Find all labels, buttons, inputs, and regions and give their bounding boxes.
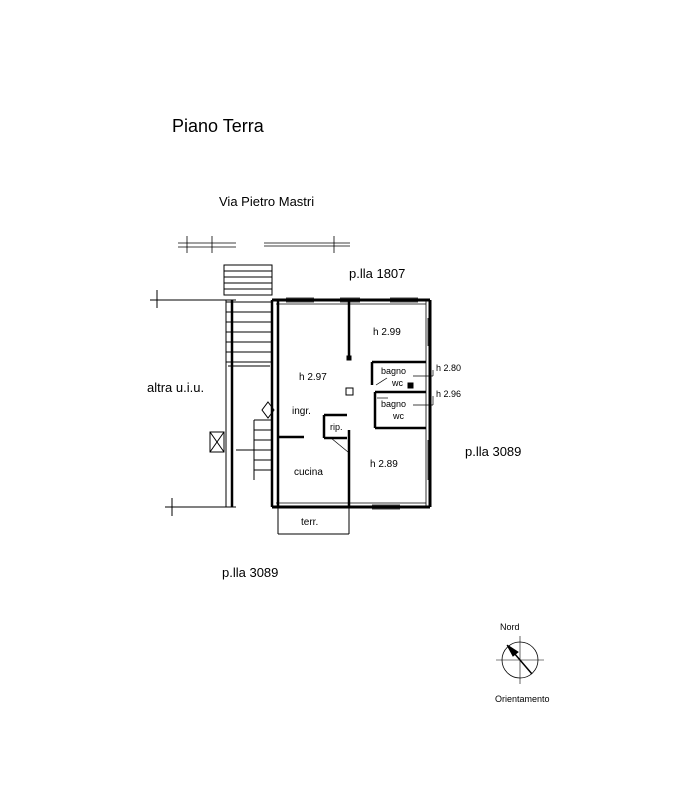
page-title: Piano Terra [172,116,264,136]
room-ripostiglio-label: rip. [330,422,343,432]
bagno-1-height: h 2.80 [436,363,462,373]
interior-walls [276,300,426,507]
terrace [277,507,350,535]
outer-walls [272,298,432,509]
bagno-2-label: bagno [381,399,407,409]
door-swings [330,377,388,453]
stair-corridor [209,300,275,507]
compass-rose [496,636,544,684]
bagno-1-label: bagno [381,366,407,376]
compass-north-label: Nord [500,622,520,632]
bagno-2-height: h 2.96 [436,389,462,399]
bagno-2-sub: wc [393,411,404,421]
neighbor-east: p.lla 3089 [465,444,522,459]
street-name: Via Pietro Mastri [219,194,315,209]
room-ingresso-label: ingr. [292,406,311,417]
room-bottom-right-height: h 2.89 [370,459,398,470]
neighbor-south: p.lla 3089 [222,565,279,580]
compass-caption: Orientamento [495,694,550,704]
height-leaders [413,370,434,406]
external-stair [223,264,273,296]
room-left-height: h 2.97 [299,372,327,383]
street-survey-marks [178,236,350,253]
piers [345,355,414,396]
north-arrow-icon [506,644,519,657]
room-cucina-label: cucina [294,467,323,478]
neighbor-west: altra u.i.u. [147,380,205,395]
bagno-1-sub: wc [392,378,403,388]
neighbor-north: p.lla 1807 [349,266,406,281]
lot-boundary [150,290,236,516]
room-top-right-height: h 2.99 [373,327,401,338]
windows [286,297,429,510]
terrace-label: terr. [301,517,319,528]
